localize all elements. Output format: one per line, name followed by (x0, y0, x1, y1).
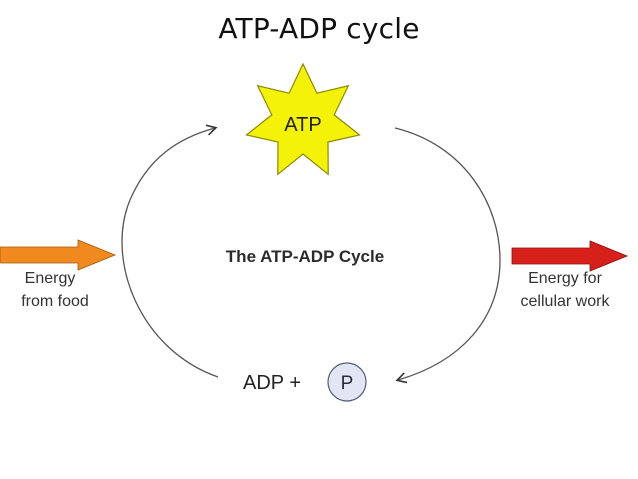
adp-label: ADP + (243, 372, 301, 394)
atp-label: ATP (284, 114, 321, 136)
output-label-line1: Energy for (528, 270, 602, 287)
center-label: The ATP-ADP Cycle (226, 247, 384, 266)
page-title: ATP-ADP cycle (218, 12, 420, 45)
output-energy-arrow (511, 240, 629, 272)
atp-star-shape (245, 62, 361, 176)
input-label-line1: Energy (25, 270, 76, 287)
input-label-line2: from food (21, 293, 89, 310)
phosphate-circle (327, 362, 367, 402)
cycle-arc-right (394, 127, 501, 384)
output-label-line2: cellular work (521, 293, 611, 310)
phosphate-label: P (341, 373, 354, 394)
cycle-arc-left (121, 124, 219, 378)
input-energy-arrow (0, 239, 117, 271)
